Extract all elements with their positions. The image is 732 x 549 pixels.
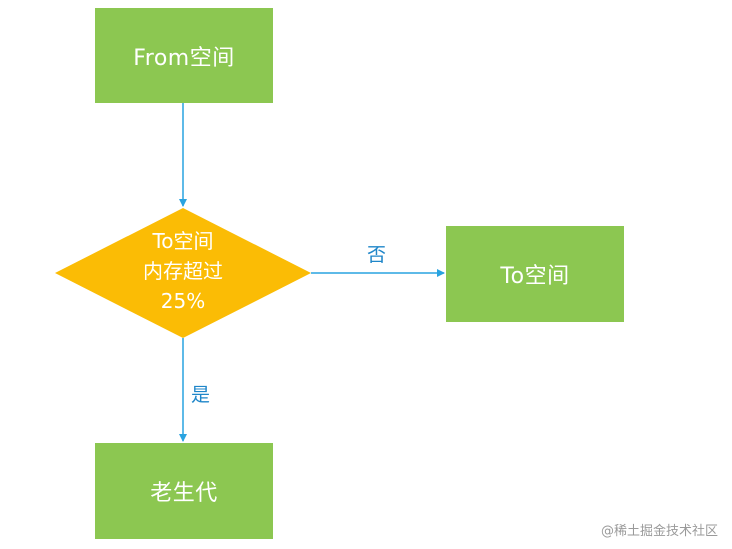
old-generation-node: 老生代 [95,443,273,539]
edge-label-no: 否 [367,244,387,266]
decision-line-3: 25% [160,289,206,313]
edge-label-yes: 是 [191,384,211,406]
decision-label: To空间 内存超过 25% [110,226,256,316]
from-space-node: From空间 [95,8,273,103]
watermark: @稀土掘金技术社区 [600,524,718,539]
decision-line-1: To空间 [152,229,214,253]
decision-line-2: 内存超过 [143,259,223,283]
from-space-label: From空间 [133,45,235,71]
old-generation-label: 老生代 [150,481,218,506]
to-space-label: To空间 [500,264,570,289]
to-space-node: To空间 [446,226,624,322]
decision-diamond [55,208,311,338]
